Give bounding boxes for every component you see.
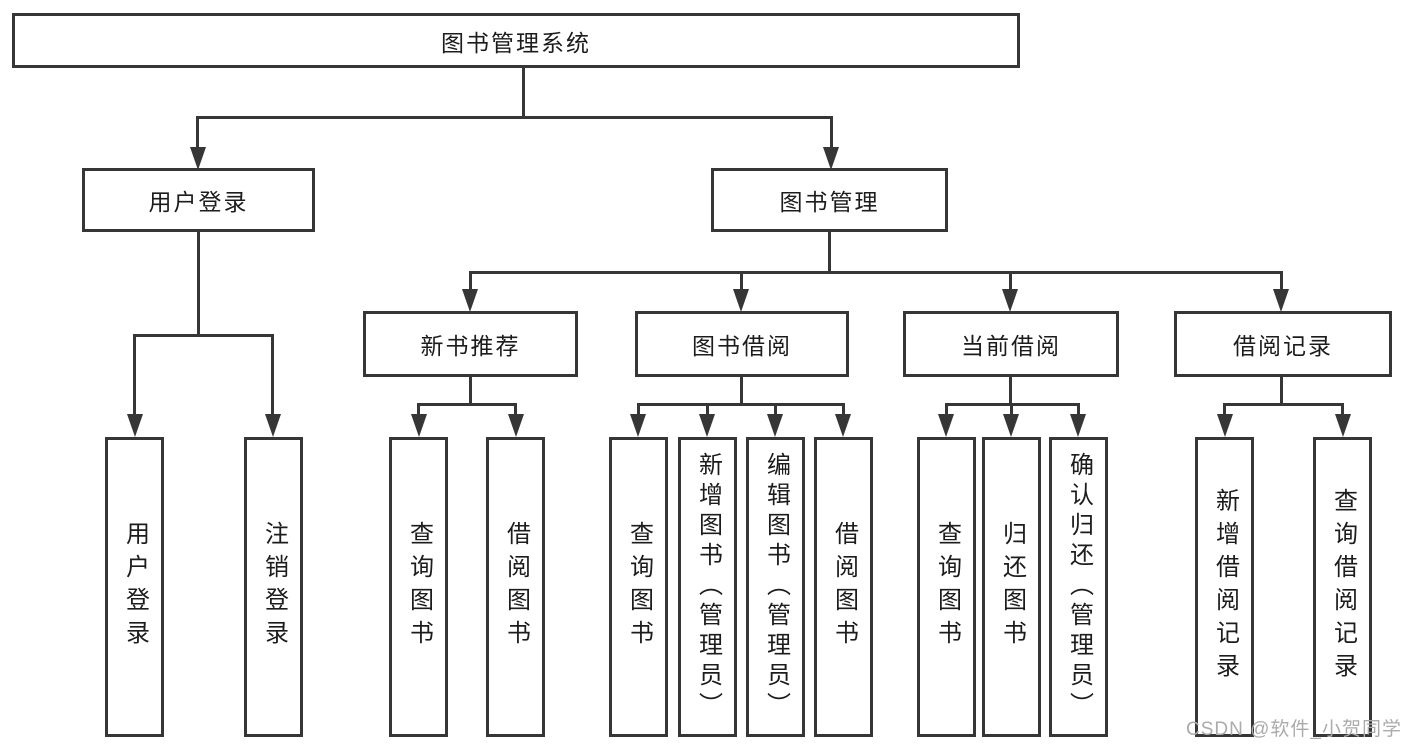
leaf-return-books-label: 归还图书 bbox=[998, 521, 1026, 653]
arrow-down-icon bbox=[411, 414, 427, 437]
connector-book-borrowing-rail bbox=[637, 403, 845, 406]
arrow-down-icon bbox=[699, 414, 715, 437]
arrow-down-icon bbox=[127, 414, 143, 437]
leaf-confirm-return-admin: 确认归还（管理员） bbox=[1049, 437, 1108, 737]
leaf-query-books-recommend: 查询图书 bbox=[389, 437, 448, 737]
leaf-add-borrow-record: 新增借阅记录 bbox=[1195, 437, 1254, 737]
connector-borrowing-records-rail bbox=[1223, 403, 1344, 406]
connector-drop-user-login bbox=[196, 116, 199, 149]
node-book-management: 图书管理 bbox=[711, 168, 948, 232]
connector-drop-borrowing-records bbox=[1280, 271, 1283, 291]
node-library-system: 图书管理系统 bbox=[12, 13, 1020, 68]
connector-book-borrowing-stem bbox=[740, 375, 743, 406]
connector-book-management-rail bbox=[469, 271, 1283, 274]
node-book-borrowing: 图书借阅 bbox=[635, 311, 849, 377]
connector-drop bbox=[514, 403, 517, 416]
connector-book-management-stem bbox=[828, 230, 831, 274]
connector-root-stem bbox=[522, 66, 525, 119]
node-user-login: 用户登录 bbox=[82, 168, 315, 232]
connector-new-book-stem bbox=[469, 375, 472, 406]
arrow-down-icon bbox=[1003, 414, 1019, 437]
arrow-down-icon bbox=[630, 414, 646, 437]
connector-drop bbox=[637, 403, 640, 416]
leaf-return-books: 归还图书 bbox=[982, 437, 1041, 737]
connector-drop bbox=[774, 403, 777, 416]
arrow-down-icon bbox=[462, 289, 478, 312]
node-borrowing-records-label: 借阅记录 bbox=[1233, 333, 1333, 359]
arrow-down-icon bbox=[823, 147, 839, 170]
csdn-watermark: CSDN @软件_小贺同学 bbox=[1186, 719, 1402, 740]
leaf-query-books-recommend-label: 查询图书 bbox=[405, 521, 433, 653]
arrow-down-icon bbox=[265, 414, 281, 437]
connector-drop bbox=[1077, 403, 1080, 416]
arrow-down-icon bbox=[767, 414, 783, 437]
leaf-query-books-current-label: 查询图书 bbox=[933, 521, 961, 653]
leaf-query-books-borrowing-label: 查询图书 bbox=[625, 521, 653, 653]
node-library-system-label: 图书管理系统 bbox=[441, 29, 591, 56]
arrow-down-icon bbox=[1217, 414, 1233, 437]
leaf-user-login: 用户登录 bbox=[105, 437, 164, 737]
connector-drop-book-borrowing bbox=[740, 271, 743, 291]
leaf-add-books-admin: 新增图书（管理员） bbox=[678, 437, 737, 737]
connector-drop bbox=[1010, 403, 1013, 416]
connector-drop bbox=[706, 403, 709, 416]
arrow-down-icon bbox=[835, 414, 851, 437]
connector-drop-book-management bbox=[830, 116, 833, 149]
arrow-down-icon bbox=[1002, 289, 1018, 312]
arrow-down-icon bbox=[938, 414, 954, 437]
connector-user-login-rail bbox=[133, 334, 274, 337]
leaf-query-borrow-record-label: 查询借阅记录 bbox=[1329, 488, 1357, 686]
connector-drop-leaf-logout bbox=[271, 334, 274, 415]
leaf-borrow-books-recommend-label: 借阅图书 bbox=[502, 521, 530, 653]
arrow-down-icon bbox=[190, 147, 206, 170]
node-current-borrowing: 当前借阅 bbox=[903, 311, 1119, 377]
connector-root-rail bbox=[196, 116, 833, 119]
connector-drop bbox=[1341, 403, 1344, 416]
connector-drop bbox=[842, 403, 845, 416]
node-current-borrowing-label: 当前借阅 bbox=[961, 333, 1061, 359]
connector-drop-new-book bbox=[469, 271, 472, 291]
arrow-down-icon bbox=[508, 414, 524, 437]
leaf-add-books-admin-label: 新增图书（管理员） bbox=[694, 452, 722, 722]
connector-new-book-rail bbox=[417, 403, 517, 406]
leaf-logout: 注销登录 bbox=[244, 437, 303, 737]
leaf-edit-books-admin-label: 编辑图书（管理员） bbox=[762, 452, 790, 722]
leaf-user-login-label: 用户登录 bbox=[121, 521, 149, 653]
connector-drop bbox=[1223, 403, 1226, 416]
connector-drop-current-borrowing bbox=[1009, 271, 1012, 291]
leaf-edit-books-admin: 编辑图书（管理员） bbox=[746, 437, 805, 737]
connector-drop-leaf-user-login bbox=[133, 334, 136, 415]
arrow-down-icon bbox=[1335, 414, 1351, 437]
connector-borrowing-records-stem bbox=[1280, 375, 1283, 406]
connector-drop bbox=[417, 403, 420, 416]
connector-drop bbox=[945, 403, 948, 416]
arrow-down-icon bbox=[1273, 289, 1289, 312]
leaf-logout-label: 注销登录 bbox=[260, 521, 288, 653]
arrow-down-icon bbox=[733, 289, 749, 312]
node-user-login-label: 用户登录 bbox=[148, 189, 249, 215]
arrow-down-icon bbox=[1070, 414, 1086, 437]
leaf-add-borrow-record-label: 新增借阅记录 bbox=[1211, 488, 1239, 686]
node-new-book-recommend: 新书推荐 bbox=[363, 311, 578, 377]
connector-user-login-stem bbox=[197, 230, 200, 337]
node-book-management-label: 图书管理 bbox=[779, 189, 880, 215]
node-book-borrowing-label: 图书借阅 bbox=[692, 333, 792, 359]
node-new-book-recommend-label: 新书推荐 bbox=[420, 333, 521, 359]
leaf-borrow-books-recommend: 借阅图书 bbox=[486, 437, 545, 737]
leaf-borrow-books-borrowing-label: 借阅图书 bbox=[830, 521, 858, 653]
leaf-confirm-return-admin-label: 确认归还（管理员） bbox=[1065, 452, 1093, 722]
leaf-query-books-current: 查询图书 bbox=[917, 437, 976, 737]
node-borrowing-records: 借阅记录 bbox=[1174, 311, 1392, 377]
leaf-borrow-books-borrowing: 借阅图书 bbox=[814, 437, 873, 737]
leaf-query-borrow-record: 查询借阅记录 bbox=[1313, 437, 1372, 737]
connector-current-borrowing-stem bbox=[1009, 375, 1012, 406]
leaf-query-books-borrowing: 查询图书 bbox=[609, 437, 668, 737]
